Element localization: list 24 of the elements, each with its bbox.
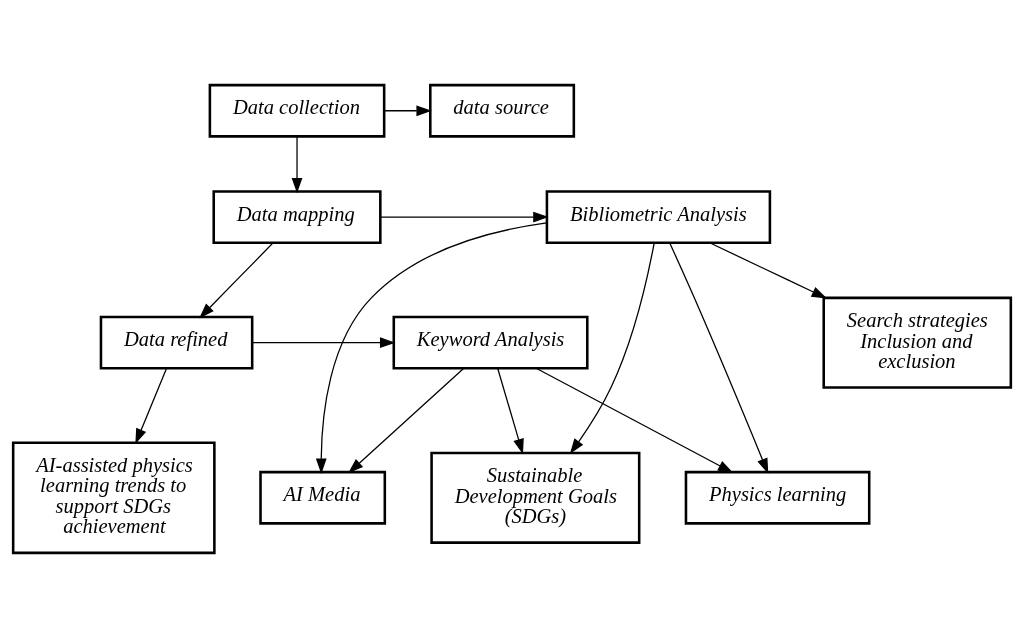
arrow: [383, 104, 432, 116]
arrow: [709, 241, 827, 299]
arrow: [199, 242, 274, 318]
node-box: Bibliometric Analysis: [545, 189, 772, 244]
node-box: AI Media: [259, 470, 387, 525]
node-box: Search strategies Inclusion and exclusion: [822, 296, 1013, 389]
arrow: [536, 367, 734, 473]
node-box: Keyword Analysis: [392, 315, 589, 370]
arrow: [315, 221, 548, 474]
node-box: Data collection: [208, 83, 386, 138]
arrow: [291, 135, 303, 193]
node-box: Physics learning: [684, 470, 871, 525]
node-box: Sustainable Development Goals (SDGs): [430, 451, 641, 544]
arrow: [569, 241, 655, 454]
arrow: [380, 211, 549, 222]
node-box: data source: [429, 83, 576, 138]
arrow: [669, 241, 769, 474]
node-box: Data refined: [99, 315, 254, 370]
arrow: [348, 367, 465, 473]
node-box: Data mapping: [212, 189, 382, 244]
arrow: [497, 367, 524, 454]
arrow: [135, 367, 168, 444]
arrow: [251, 336, 396, 348]
node-box: AI-assisted physics learning trends to support SDGs achievement: [11, 440, 216, 554]
